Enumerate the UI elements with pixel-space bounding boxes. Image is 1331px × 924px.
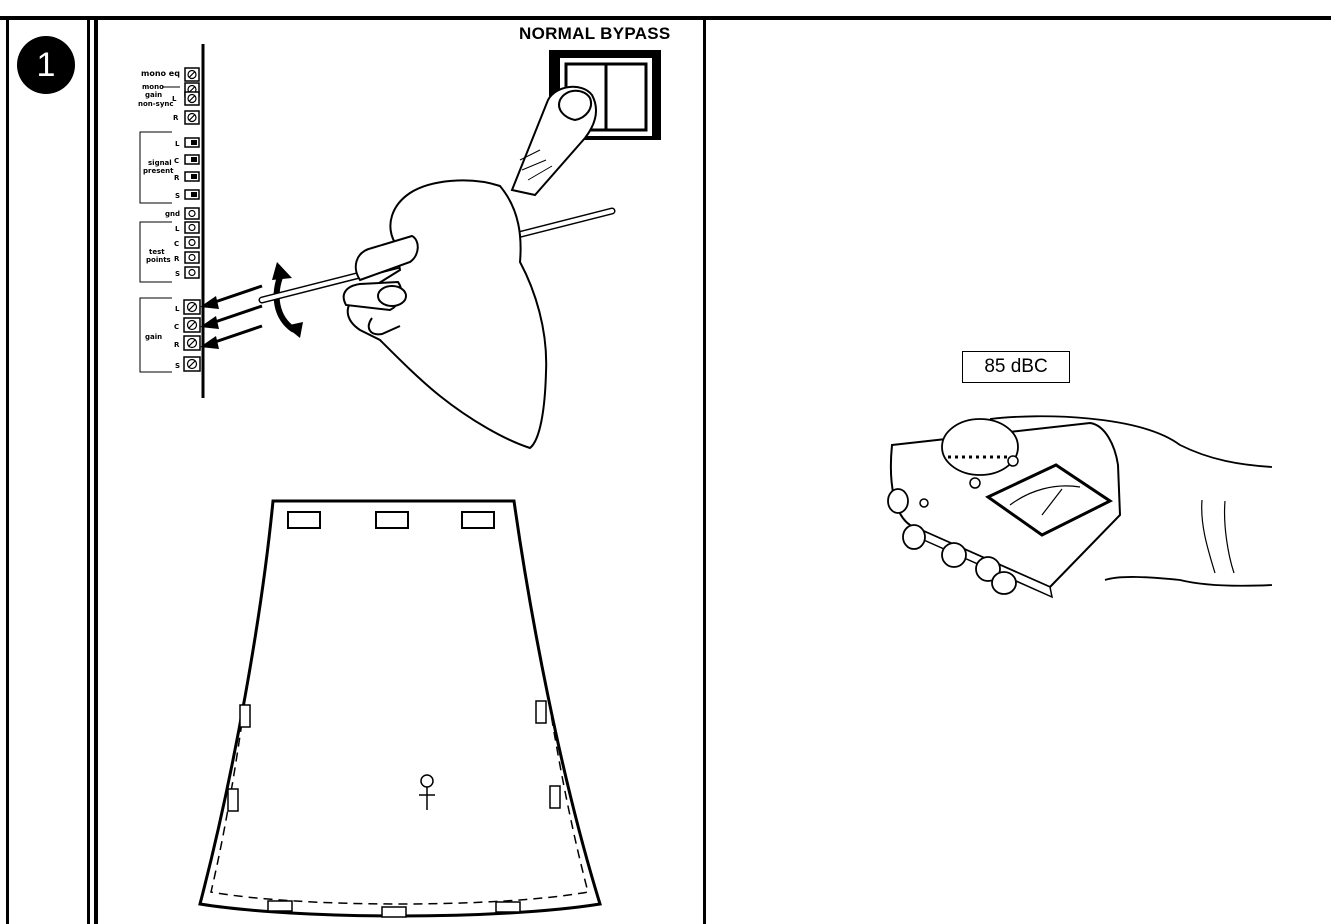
surround-speaker (267, 900, 293, 912)
gain-trimmer-c[interactable]: C (174, 317, 201, 333)
svg-text:R: R (174, 341, 180, 349)
svg-text:L: L (175, 225, 180, 233)
sound-level-meter (889, 418, 1122, 599)
signal-led-r: R (174, 171, 200, 182)
range-dial (941, 418, 1019, 476)
svg-text:C: C (174, 157, 179, 165)
spl-reading-box: 85 dBC (962, 351, 1070, 383)
mono-gain-label-1: mono (142, 83, 164, 91)
room-outline (198, 499, 602, 918)
signal-present-label-2: present (143, 167, 174, 175)
panel-divider-right (703, 16, 706, 924)
svg-text:S: S (175, 362, 180, 370)
microphone-position-icon (419, 774, 435, 810)
meter-window (985, 463, 1113, 537)
signal-led-l: L (175, 137, 200, 148)
non-sync-r-trimmer[interactable] (184, 110, 200, 125)
signal-present-bracket (139, 131, 172, 204)
mono-eq-label: mono eq (141, 69, 180, 78)
top-border (0, 16, 1331, 20)
svg-text:R: R (174, 255, 180, 263)
svg-text:R: R (174, 174, 180, 182)
svg-text:S: S (175, 192, 180, 200)
non-sync-r-letter: R (173, 114, 179, 122)
surround-speaker (227, 788, 239, 812)
panel-divider-left (94, 16, 98, 924)
left-border (6, 16, 9, 924)
speaker-left (287, 511, 321, 529)
gain-trimmer-s[interactable]: S (175, 356, 201, 372)
speaker-center (375, 511, 409, 529)
gnd-label: gnd (165, 210, 180, 218)
non-sync-l-trimmer[interactable] (184, 91, 200, 106)
test-point-c[interactable]: C (174, 236, 200, 249)
surround-speaker (495, 901, 521, 913)
gain-trimmer-r[interactable]: R (174, 335, 201, 351)
mono-eq-trimmer[interactable] (184, 67, 200, 82)
gnd-test-point[interactable] (184, 207, 200, 220)
speaker-right (461, 511, 495, 529)
test-points-bracket (139, 221, 172, 283)
surround-speaker (381, 906, 407, 918)
step-column-divider (87, 16, 90, 924)
adjust-arrows (200, 284, 263, 349)
calibration-illustration: mono eq mono gain non-sync L R (138, 44, 661, 450)
holding-hand (989, 415, 1273, 587)
step-number-badge: 1 (17, 36, 75, 94)
test-point-r[interactable]: R (174, 251, 200, 264)
adjusting-hand (342, 179, 548, 450)
pressing-finger (510, 85, 597, 197)
surround-speaker (535, 700, 547, 724)
test-points-label-1: test (149, 248, 165, 256)
surround-speaker-line (210, 707, 589, 905)
spl-meter-illustration (887, 415, 1273, 599)
svg-text:C: C (174, 240, 179, 248)
test-points-label-2: points (146, 256, 171, 264)
surround-speaker (549, 785, 561, 809)
gripping-fingers (887, 488, 1017, 595)
mono-gain-label-2: gain (145, 91, 162, 99)
svg-text:L: L (175, 305, 180, 313)
gain-bracket (139, 297, 172, 373)
svg-text:C: C (174, 323, 179, 331)
svg-text:S: S (175, 270, 180, 278)
gain-label: gain (145, 333, 162, 341)
normal-bypass-title: NORMAL BYPASS (519, 24, 671, 43)
surround-speaker (239, 704, 251, 728)
test-point-l[interactable]: L (175, 221, 200, 234)
non-sync-l-letter: L (172, 95, 177, 103)
gain-trimmer-l[interactable]: L (175, 299, 201, 315)
signal-led-s: S (175, 189, 200, 200)
signal-present-label-1: signal (148, 159, 172, 167)
signal-led-c: C (174, 154, 200, 165)
rotate-arrow-icon (272, 262, 303, 338)
test-point-s[interactable]: S (175, 266, 200, 279)
svg-text:L: L (175, 140, 180, 148)
theatre-floor-plan (198, 499, 602, 918)
non-sync-label: non-sync (138, 100, 174, 108)
